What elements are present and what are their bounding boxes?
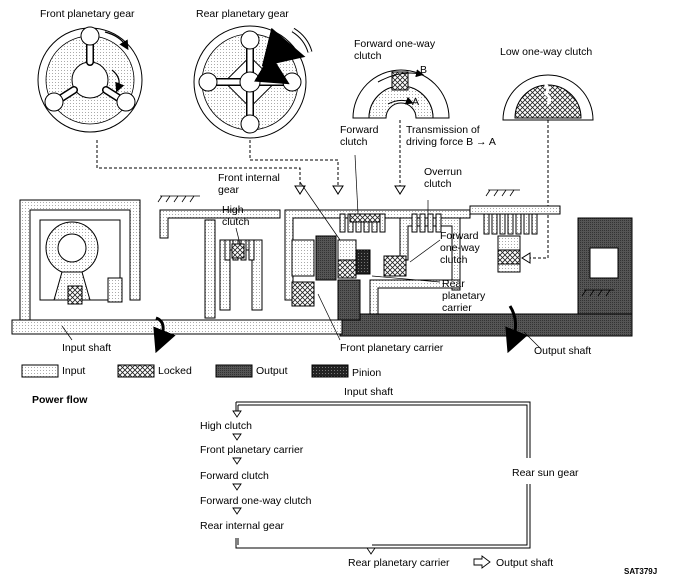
legend-swatch-locked [117,364,155,378]
figure-code: SAT379J [624,567,658,576]
power-flow-step-2: Front planetary carrier [200,444,304,456]
input-shaft-label: Input shaft [62,342,112,354]
power-flow-right-step: Rear sun gear [512,467,579,479]
legend-swatches [21,364,349,378]
power-flow-step-3: Forward clutch [200,470,269,482]
rear-planetary-carrier-label: Rear planetary carrier [442,278,486,314]
forward-one-way-clutch-label: Forward one-way clutch [354,38,436,62]
point-a-label: A [412,96,420,108]
low-one-way-clutch-label: Low one-way clutch [500,46,593,58]
rear-planetary-gear-label: Rear planetary gear [196,8,289,20]
low-one-way-clutch-illustration [502,74,594,121]
overrun-clutch-label: Overrun clutch [424,166,462,190]
legend-label-pinion: Pinion [352,367,382,379]
power-flow-title: Power flow [32,394,88,406]
power-flow-step-1: High clutch [200,420,252,432]
forward-clutch-label: Forward clutch [340,124,379,148]
legend-label-locked: Locked [158,365,192,377]
power-flow-start: Input shaft [344,386,394,398]
front-planetary-gear-illustration [37,26,143,133]
power-flow-step-4: Forward one-way clutch [200,495,312,507]
legend-label-input: Input [62,365,86,377]
transmission-cross-section [11,154,633,354]
front-planetary-carrier-label: Front planetary carrier [340,342,444,354]
legend-label-output: Output [256,365,288,377]
legend-swatch-output [215,364,253,378]
forward-one-way-clutch-label-2: Forward one-way clutch [440,230,480,266]
legend-swatch-input [21,364,59,378]
power-flow-result: Output shaft [496,557,554,569]
output-shaft-label: Output shaft [534,345,592,357]
power-flow-chart [235,401,531,549]
power-flow-end: Rear planetary carrier [348,557,450,569]
dashed-connectors [96,120,549,259]
power-flow-step-5: Rear internal gear [200,520,285,532]
input-shaft-body [11,319,343,335]
front-internal-gear-label: Front internal gear [218,172,280,196]
legend-swatch-pinion [311,364,349,378]
front-planetary-gear-label: Front planetary gear [40,8,135,20]
point-b-label: B [420,64,428,76]
high-clutch-label: High clutch [222,204,250,228]
rear-planetary-gear-illustration [193,25,313,139]
transmission-of-driving-force-label: Transmission of driving force B → A [406,124,496,148]
forward-one-way-clutch-illustration [352,69,450,119]
output-shaft-body [339,313,633,337]
